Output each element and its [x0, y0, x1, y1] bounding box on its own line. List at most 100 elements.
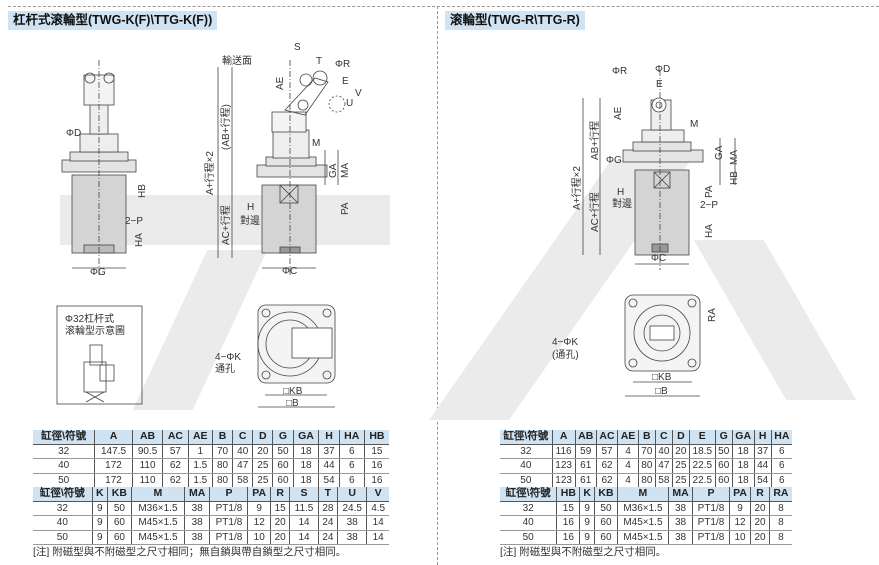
label-m: M: [312, 138, 320, 149]
label-ac-stroke: AC+行程: [219, 205, 232, 245]
table-cell: 24: [317, 515, 339, 531]
column-header: GA: [731, 430, 755, 445]
table-cell: 32: [500, 444, 553, 459]
table-cell: PT1/8: [209, 515, 249, 531]
column-header: D: [252, 430, 274, 445]
column-header: HB: [363, 430, 389, 445]
column-header: V: [366, 487, 389, 502]
table-cell: 54: [753, 473, 772, 488]
table-cell: 54: [318, 473, 340, 488]
column-header: R: [269, 487, 291, 502]
table-cell: 58: [232, 473, 254, 488]
table-cell: 16: [363, 473, 389, 488]
table-cell: 20: [269, 530, 291, 545]
column-header: 缸徑\符號: [33, 430, 96, 445]
top-divider: [8, 6, 879, 7]
label-a-stroke-2: A+行程×2: [203, 151, 216, 195]
column-header: A: [551, 430, 576, 445]
table-cell: 60: [106, 515, 132, 531]
table-cell: 60: [593, 530, 619, 545]
table-cell: 110: [131, 473, 164, 488]
column-header: H: [753, 430, 772, 445]
table-cell: 60: [714, 458, 733, 474]
table-cell: 38: [337, 515, 368, 531]
table-cell: 59: [574, 444, 597, 459]
label-b: □B: [286, 398, 299, 409]
table-cell: 10: [247, 530, 271, 545]
table-cell: 32: [500, 501, 558, 516]
table-cell: 12: [728, 515, 752, 531]
label-2p: 2−P: [125, 216, 143, 227]
table-cell: M45×1.5: [617, 530, 669, 545]
table-cell: 18: [292, 444, 320, 459]
table-cell: M45×1.5: [130, 515, 185, 531]
table-cell: 25: [671, 473, 690, 488]
roller-cylinder-top-view: [624, 294, 701, 397]
table-cell: 18: [292, 473, 320, 488]
table-cell: 18: [731, 473, 755, 488]
column-header: PA: [728, 487, 752, 502]
table-cell: 20: [269, 515, 291, 531]
column-header: AB: [131, 430, 164, 445]
table-cell: 14: [289, 530, 319, 545]
table-cell: 62: [595, 473, 619, 488]
right-note: [注] 附磁型與不附磁型之尺寸相同。: [500, 546, 667, 558]
table-cell: 38: [183, 530, 211, 545]
label-ab-stroke: (AB+行程): [219, 104, 232, 150]
table-cell: 15: [363, 444, 389, 459]
column-header: PA: [247, 487, 271, 502]
column-header: R: [750, 487, 770, 502]
label-phi-g: ΦG: [90, 267, 106, 278]
table-cell: 6: [770, 473, 792, 488]
column-header: 缸徑\符號: [500, 430, 553, 445]
column-header: E: [688, 430, 716, 445]
table-cell: 40: [232, 444, 254, 459]
table-cell: 9: [579, 515, 595, 531]
label-4-phi-k: 4−ΦK: [552, 337, 578, 348]
label-pa: PA: [340, 202, 351, 215]
table-cell: 20: [671, 444, 690, 459]
label-kb: □KB: [652, 372, 672, 383]
technical-drawings: ΦD HB 2−P HA ΦG 輸送面 S T ΦR E V U AE A+行程…: [56, 42, 740, 409]
column-header: KB: [106, 487, 132, 502]
column-header: B: [211, 430, 234, 445]
label-through-hole: 通孔: [215, 363, 235, 375]
table-cell: 123: [551, 473, 576, 488]
table-cell: 50: [593, 501, 619, 516]
column-header: G: [272, 430, 294, 445]
label-e: E: [656, 79, 663, 90]
table-cell: 172: [94, 458, 133, 474]
label-pa: PA: [704, 185, 715, 198]
table-cell: 32: [33, 501, 93, 516]
label-e: E: [342, 76, 349, 87]
column-header: T: [317, 487, 339, 502]
table-cell: PT1/8: [209, 530, 249, 545]
table-cell: 37: [318, 444, 340, 459]
table-cell: 14: [366, 530, 389, 545]
column-header: AE: [187, 430, 214, 445]
table-cell: 4: [617, 473, 639, 488]
table-cell: PT1/8: [209, 501, 249, 516]
table-cell: 6: [770, 458, 792, 474]
column-header: HB: [556, 487, 581, 502]
table-cell: 20: [750, 515, 770, 531]
right-section-title: 滚輪型(TWG-R\TTG-R): [445, 11, 585, 30]
table-cell: 61: [574, 473, 597, 488]
table-cell: 18: [731, 444, 755, 459]
table-cell: 44: [753, 458, 772, 474]
table-cell: 47: [654, 458, 673, 474]
label-h: H: [247, 202, 254, 213]
column-header: AB: [574, 430, 597, 445]
table-cell: 22.5: [688, 458, 716, 474]
table-cell: 9: [91, 501, 108, 516]
table-cell: 1: [187, 444, 214, 459]
